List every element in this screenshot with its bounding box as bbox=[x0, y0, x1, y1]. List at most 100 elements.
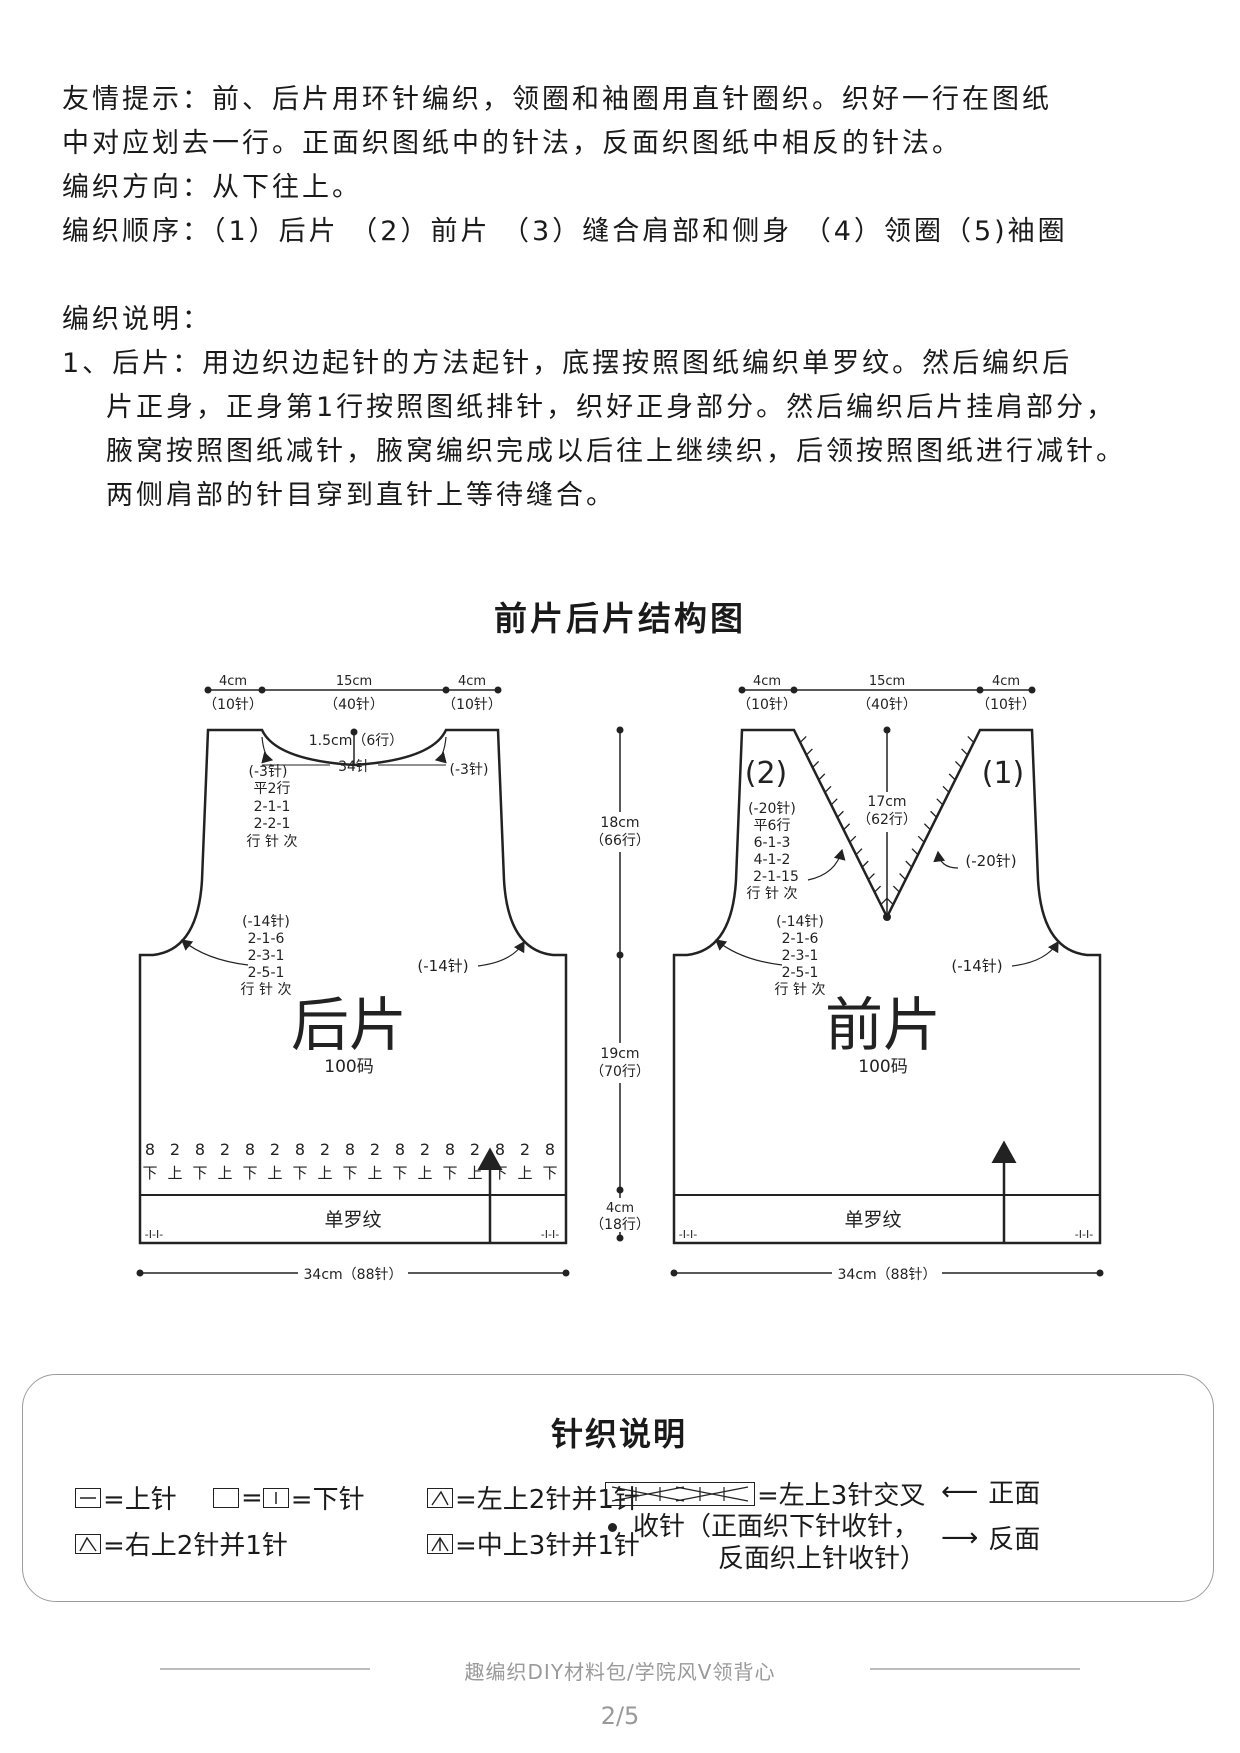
rib-count: 8 bbox=[245, 1140, 255, 1159]
rib-direction: 下 bbox=[442, 1164, 457, 1182]
v-row-1: 平6行 bbox=[754, 818, 791, 834]
legend-bindoff: 收针（正面织下针收针， 反面织上针收针） bbox=[608, 1511, 926, 1575]
tip-line-2: 中对应划去一行。正面织图纸中的针法，反面织图纸中相反的针法。 bbox=[62, 128, 962, 159]
legend-knit: =上针 bbox=[75, 1479, 177, 1516]
intro-text: 友情提示：前、后片用环针编织，领圈和袖圈用直针圈织。织好一行在图纸 中对应划去一… bbox=[62, 78, 1192, 518]
right-decrease-icon bbox=[75, 1533, 101, 1554]
body-height-rows: （70行） bbox=[590, 1064, 650, 1080]
front-arm-left: (-14针) bbox=[776, 914, 824, 930]
v-neck-left-ticks bbox=[799, 736, 888, 905]
decrease-tick bbox=[961, 748, 969, 756]
back-top-left-st: （10针） bbox=[203, 697, 263, 713]
decrease-tick bbox=[954, 760, 962, 768]
decrease-tick bbox=[843, 823, 851, 831]
decrease-tick bbox=[886, 898, 894, 905]
front-arm-row-4: 行 针 次 bbox=[775, 982, 826, 998]
back-arm-row-1: 2-1-6 bbox=[248, 931, 285, 947]
back-neck-row-3: 2-2-1 bbox=[254, 816, 291, 832]
front-piece-name: 前片 bbox=[825, 991, 941, 1059]
front-size: 100码 bbox=[858, 1057, 907, 1077]
back-outline bbox=[138, 728, 568, 1245]
decrease-tick bbox=[892, 885, 900, 893]
back-neck-row-2: 2-1-1 bbox=[254, 799, 291, 815]
rib-count: 2 bbox=[520, 1140, 530, 1159]
legend-wrong-side: ⟶ 反面 bbox=[941, 1522, 1041, 1556]
rib-direction: 上 bbox=[167, 1164, 182, 1182]
rib-direction: 上 bbox=[417, 1164, 432, 1182]
rib-count: 2 bbox=[270, 1140, 280, 1159]
rib-direction: 上 bbox=[517, 1164, 532, 1182]
rib-direction: 下 bbox=[542, 1164, 557, 1182]
v-depth-cm: 17cm bbox=[867, 794, 906, 810]
rib-count: 8 bbox=[295, 1140, 305, 1159]
rib-count: 8 bbox=[445, 1140, 455, 1159]
decrease-tick bbox=[911, 848, 919, 856]
front-top-mid-st: （40针） bbox=[857, 697, 917, 713]
order-line: 编织顺序：（1）后片 （2）前片 （3）缝合肩部和侧身 （4）领圈（5)袖圈 bbox=[62, 216, 1068, 247]
rib-count: 2 bbox=[370, 1140, 380, 1159]
back-neck-right: (-3针) bbox=[450, 762, 489, 778]
v-right-dec: (-20针) bbox=[965, 852, 1016, 870]
front-rib-mark-right: -I-I- bbox=[1075, 1228, 1093, 1241]
legend-cdd: =中上3针并1针 bbox=[427, 1525, 640, 1562]
front-rib-label: 单罗纹 bbox=[844, 1209, 901, 1231]
back-arm-left: (-14针) bbox=[242, 914, 290, 930]
rib-height-cm: 4cm bbox=[606, 1201, 634, 1216]
footer-ornament-left bbox=[160, 1668, 370, 1670]
back-top-mid-cm: 15cm bbox=[336, 674, 372, 689]
rib-count: 8 bbox=[545, 1140, 555, 1159]
decrease-tick bbox=[836, 810, 844, 818]
decrease-tick bbox=[905, 860, 913, 868]
instruction-line-2: 片正身，正身第1行按照图纸排针，织好正身部分。然后编织后片挂肩部分， bbox=[106, 392, 1117, 423]
center-decrease-icon bbox=[427, 1533, 453, 1554]
instructions-heading: 编织说明： bbox=[62, 304, 212, 335]
rib-count: 2 bbox=[420, 1140, 430, 1159]
decrease-tick bbox=[899, 873, 907, 881]
back-top-right-st: （10针） bbox=[442, 697, 502, 713]
back-neck-depth: 1.5cm（6行） bbox=[309, 733, 404, 749]
decrease-tick bbox=[967, 736, 975, 743]
back-arm-row-2: 2-3-1 bbox=[248, 948, 285, 964]
height-dimensions: 18cm （66行） 19cm （70行） 4cm （18行） bbox=[590, 726, 650, 1242]
left-decrease-icon bbox=[427, 1487, 453, 1508]
armhole-height-cm: 18cm bbox=[600, 815, 639, 831]
decrease-tick bbox=[812, 760, 820, 768]
v-row-3: 4-1-2 bbox=[754, 852, 791, 868]
decrease-tick bbox=[942, 785, 950, 793]
front-arm-row-1: 2-1-6 bbox=[782, 931, 819, 947]
tip-line-1: 友情提示：前、后片用环针编织，领圈和袖圈用直针圈织。织好一行在图纸 bbox=[62, 84, 1052, 115]
back-piece-name: 后片 bbox=[291, 991, 407, 1059]
front-width: 34cm（88针） bbox=[838, 1267, 937, 1283]
back-rib-mark-right: -I-I- bbox=[541, 1228, 559, 1241]
footer-caption: 趣编织DIY材料包/学院风V领背心 bbox=[464, 1660, 776, 1684]
front-mark-left: (2) bbox=[745, 756, 788, 791]
back-neck-row-4: 行 针 次 bbox=[247, 834, 298, 850]
rib-direction: 下 bbox=[242, 1164, 257, 1182]
front-rib-mark-left: -I-I- bbox=[679, 1228, 697, 1241]
front-top-left-cm: 4cm bbox=[753, 674, 781, 689]
back-top-right-cm: 4cm bbox=[458, 674, 486, 689]
stitch-legend: 针织说明 =上针 = =下针 =左上2针并1针 =左上3针交叉 ⟵ 正面 =右上… bbox=[22, 1374, 1214, 1602]
legend-title: 针织说明 bbox=[550, 1415, 687, 1453]
front-arm-right: (-14针) bbox=[951, 957, 1002, 975]
decrease-tick bbox=[818, 773, 826, 781]
figure-title: 前片后片结构图 bbox=[494, 599, 746, 638]
v-left-dec: (-20针) bbox=[748, 801, 796, 817]
v-neck-right-ticks bbox=[886, 736, 975, 905]
rib-direction: 下 bbox=[292, 1164, 307, 1182]
bindoff-dot-icon bbox=[608, 1523, 617, 1532]
legend-right-side: ⟵ 正面 bbox=[941, 1476, 1041, 1510]
decrease-tick bbox=[830, 798, 838, 806]
rib-count: 2 bbox=[320, 1140, 330, 1159]
back-neck-left: (-3针) bbox=[249, 764, 288, 780]
front-piece: 4cm （10针） 15cm （40针） 4cm （10针） 17cm （62行… bbox=[670, 674, 1104, 1284]
rib-direction: 上 bbox=[267, 1164, 282, 1182]
decrease-tick bbox=[948, 773, 956, 781]
decrease-tick bbox=[923, 823, 931, 831]
v-row-4: 2-1-15 bbox=[753, 869, 799, 885]
back-rib-mark-left: -I-I- bbox=[145, 1228, 163, 1241]
v-row-2: 6-1-3 bbox=[754, 835, 791, 851]
front-top-left-st: （10针） bbox=[737, 697, 797, 713]
